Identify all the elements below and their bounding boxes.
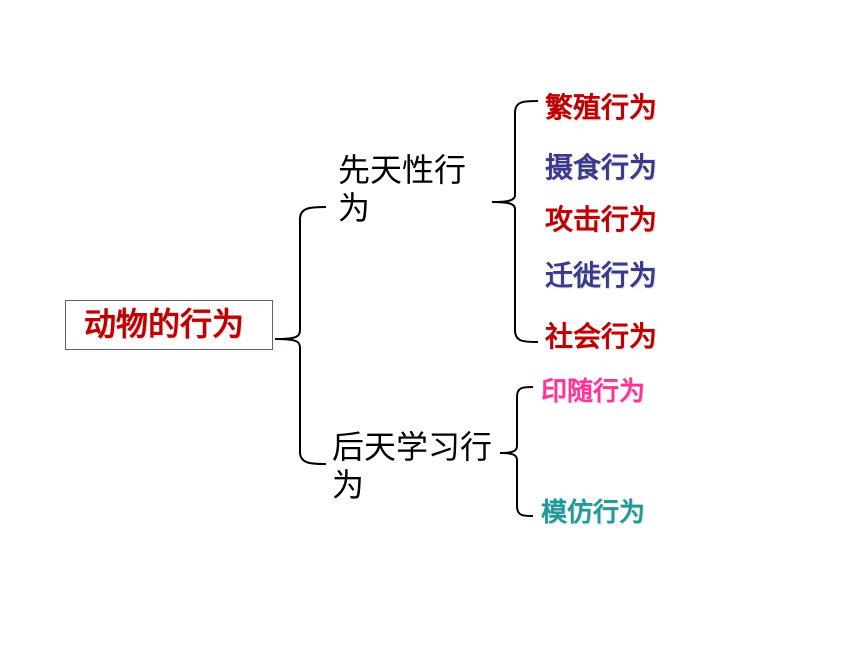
root-brace <box>274 206 327 465</box>
leaf-imprinting: 印随行为 <box>541 377 646 407</box>
leaf-reproduction: 繁殖行为 <box>545 91 658 124</box>
innate-brace <box>491 100 539 343</box>
leaf-imitation: 模仿行为 <box>541 498 646 528</box>
leaf-attack: 攻击行为 <box>545 203 658 236</box>
learned-brace <box>499 386 534 517</box>
branch-learned-label: 后天学习行为 <box>332 428 493 504</box>
leaf-social: 社会行为 <box>545 320 658 353</box>
leaf-migration: 迁徙行为 <box>545 259 658 292</box>
root-box <box>65 300 273 350</box>
leaf-feeding: 摄食行为 <box>545 151 658 184</box>
root-label: 动物的行为 <box>84 305 245 343</box>
branch-innate-label: 先天性行为 <box>338 151 467 227</box>
